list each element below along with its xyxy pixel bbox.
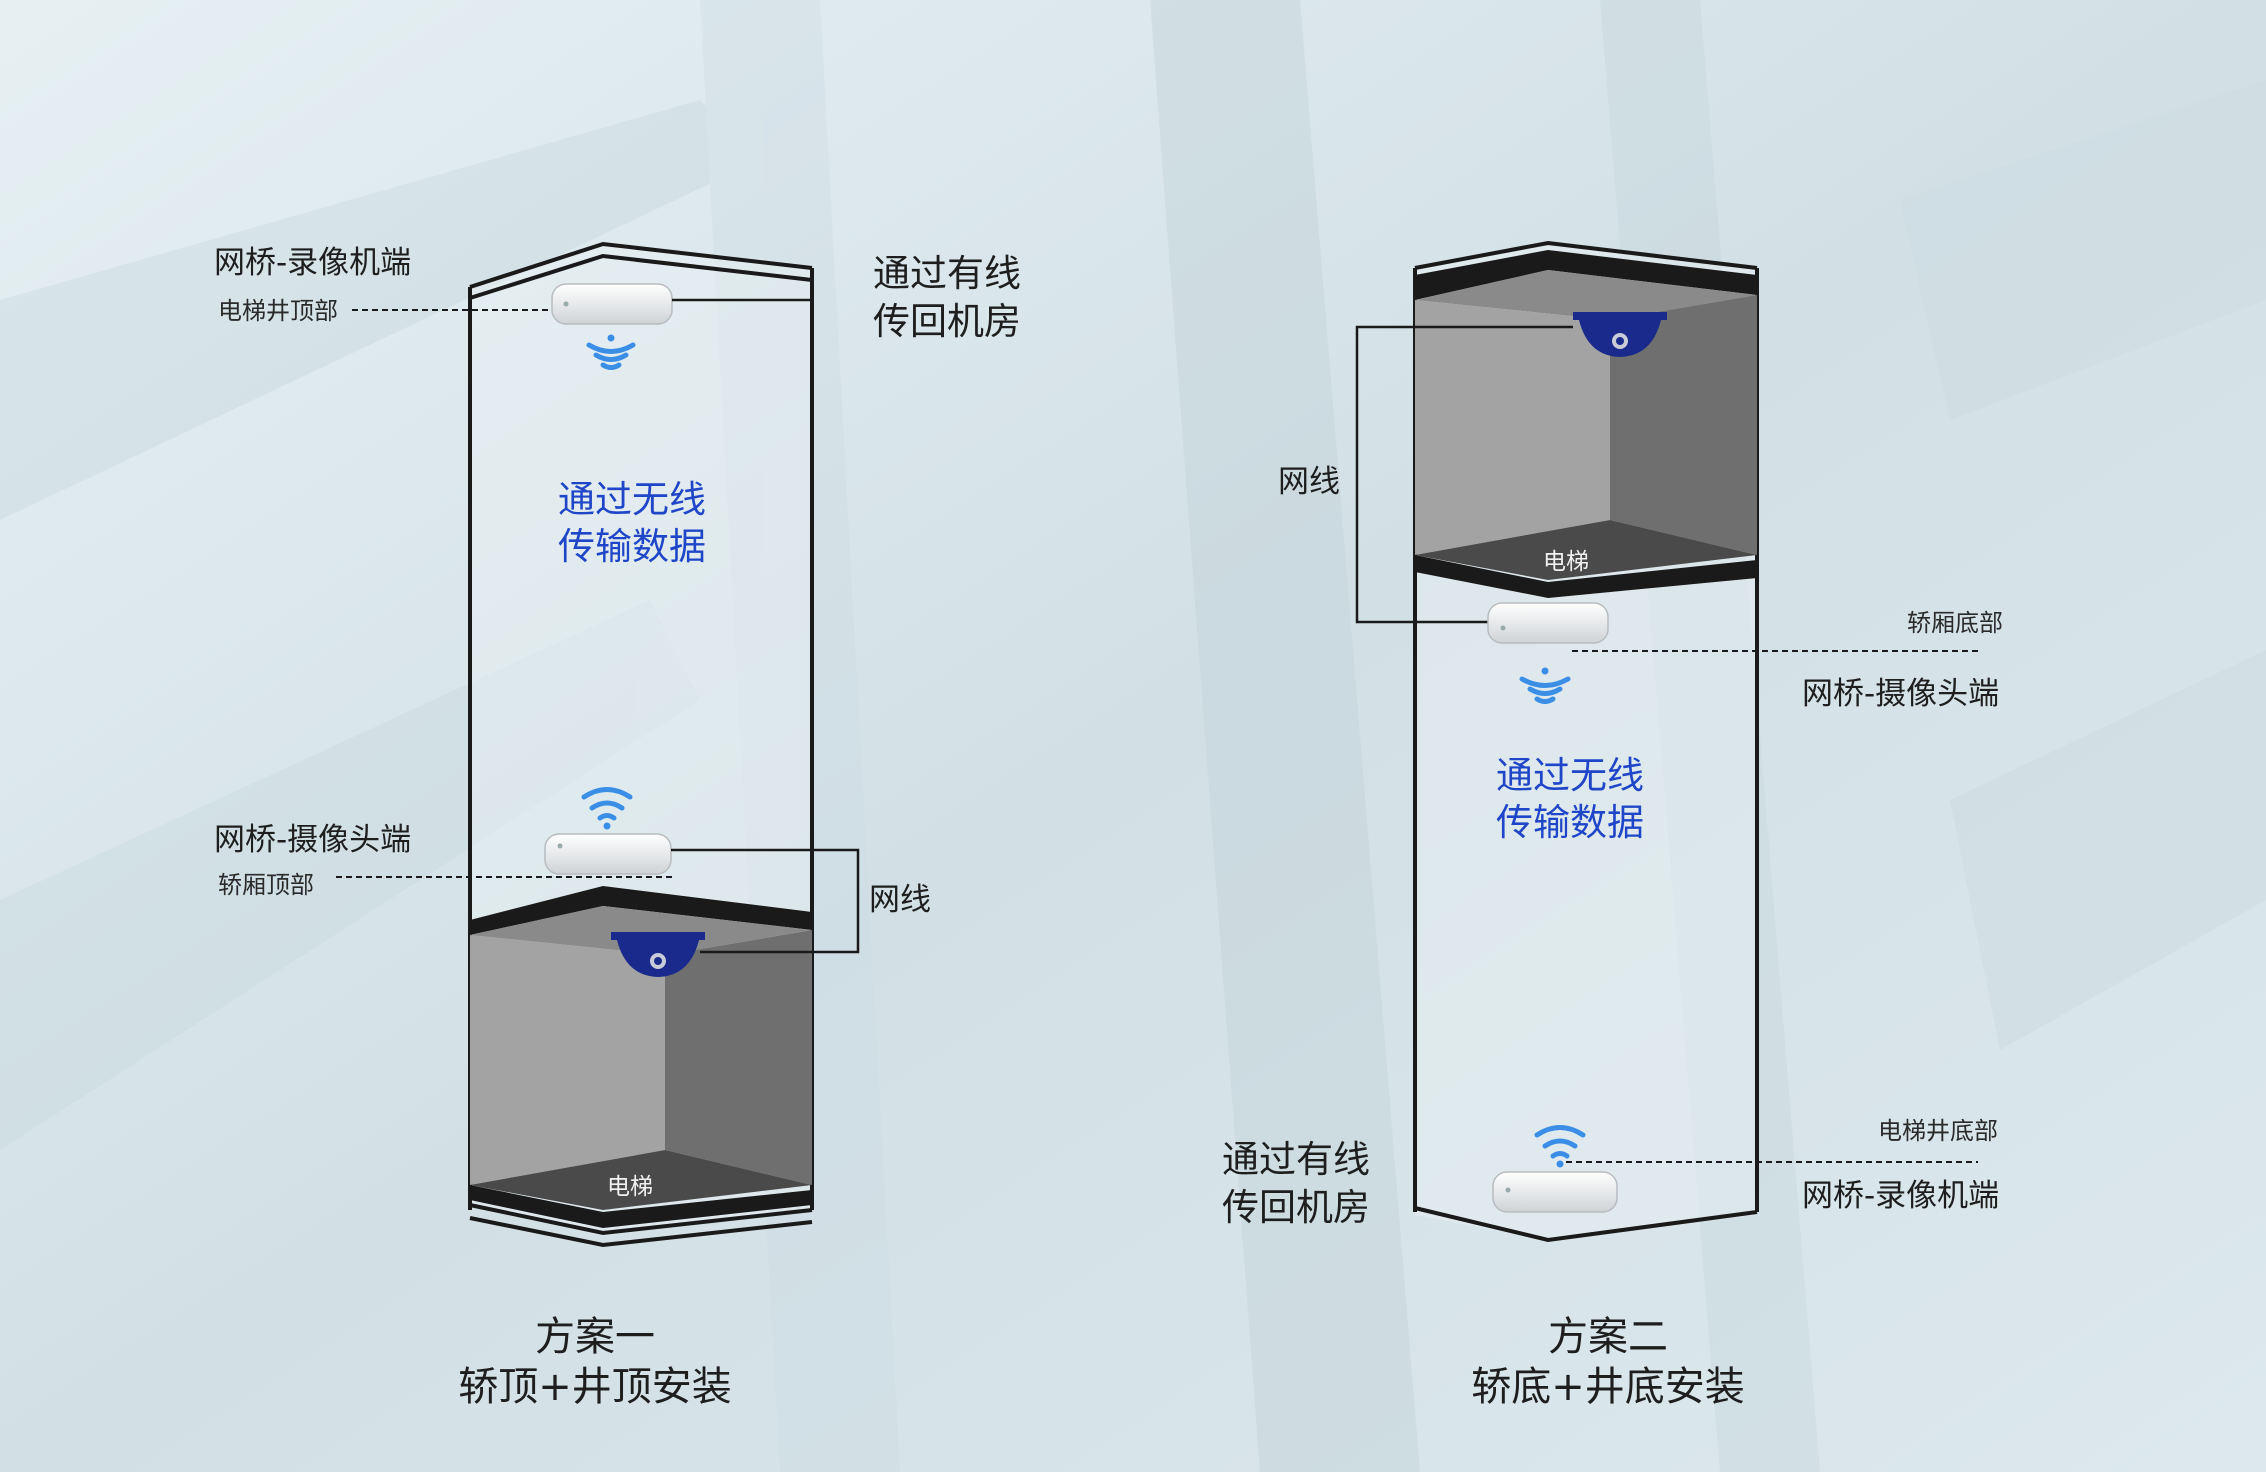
scheme1-caption: 方案一 轿顶+井顶安装 bbox=[400, 1312, 790, 1412]
scheme2-caption-subtitle: 轿底+井底安装 bbox=[1471, 1364, 1745, 1410]
scheme2-bridge-recorder-label: 网桥-录像机端 bbox=[1802, 1178, 2000, 1214]
wifi-icon bbox=[1534, 1125, 1586, 1168]
scheme2-caption-title: 方案二 bbox=[1548, 1314, 1668, 1360]
scheme2-bridge-recorder-sub: 电梯井底部 bbox=[1878, 1117, 1998, 1145]
scheme2-wireless-line2: 传输数据 bbox=[1496, 801, 1644, 844]
dome-camera-icon bbox=[611, 932, 705, 977]
scheme1-cable-connector bbox=[671, 848, 860, 954]
scheme1-caption-title: 方案一 bbox=[535, 1314, 655, 1360]
dome-camera-icon bbox=[1573, 312, 1667, 357]
scheme1-wireless-line2: 传输数据 bbox=[558, 525, 706, 568]
scheme1-elevator-car bbox=[470, 886, 812, 1228]
scheme2-bridge-camera-device bbox=[1487, 602, 1609, 644]
scheme2-caption: 方案二 轿底+井底安装 bbox=[1413, 1312, 1803, 1412]
scheme2-elevator-car bbox=[1415, 250, 1757, 598]
scheme1-wireless-line1: 通过无线 bbox=[558, 478, 706, 521]
scheme2-wired-note-line2: 传回机房 bbox=[1222, 1186, 1370, 1229]
scheme2-cable-connector bbox=[1355, 325, 1573, 624]
scheme1-bridge-recorder-sub: 电梯井顶部 bbox=[218, 297, 338, 325]
scheme1-bridge-camera-device bbox=[544, 833, 672, 875]
scheme1-elevator-label: 电梯 bbox=[607, 1174, 653, 1200]
scheme1-bridge-recorder-label: 网桥-录像机端 bbox=[214, 245, 412, 281]
wifi-icon bbox=[581, 787, 633, 830]
scheme1-cable-label: 网线 bbox=[869, 882, 931, 918]
scheme1-bridge-camera-sub: 轿厢顶部 bbox=[218, 871, 314, 899]
wifi-icon bbox=[586, 334, 636, 370]
scheme1-wired-note-line1: 通过有线 bbox=[873, 252, 1021, 295]
wifi-icon bbox=[1519, 667, 1571, 704]
scheme2-wired-note-line1: 通过有线 bbox=[1222, 1138, 1370, 1181]
scheme1-bridge-recorder-device bbox=[551, 283, 673, 325]
scheme1-caption-subtitle: 轿顶+井顶安装 bbox=[458, 1364, 732, 1410]
scheme1-bridge-camera-label: 网桥-摄像头端 bbox=[214, 822, 412, 858]
scheme2-bridge-recorder-device bbox=[1492, 1171, 1618, 1213]
scheme2-cable-label: 网线 bbox=[1278, 464, 1340, 500]
scheme2-elevator-label: 电梯 bbox=[1543, 549, 1589, 575]
scheme2-bridge-camera-sub: 轿厢底部 bbox=[1907, 609, 2003, 637]
scheme2-bridge-camera-label: 网桥-摄像头端 bbox=[1802, 676, 2000, 712]
scheme2-wireless-line1: 通过无线 bbox=[1496, 754, 1644, 797]
scheme1-wired-note-line2: 传回机房 bbox=[873, 300, 1021, 343]
